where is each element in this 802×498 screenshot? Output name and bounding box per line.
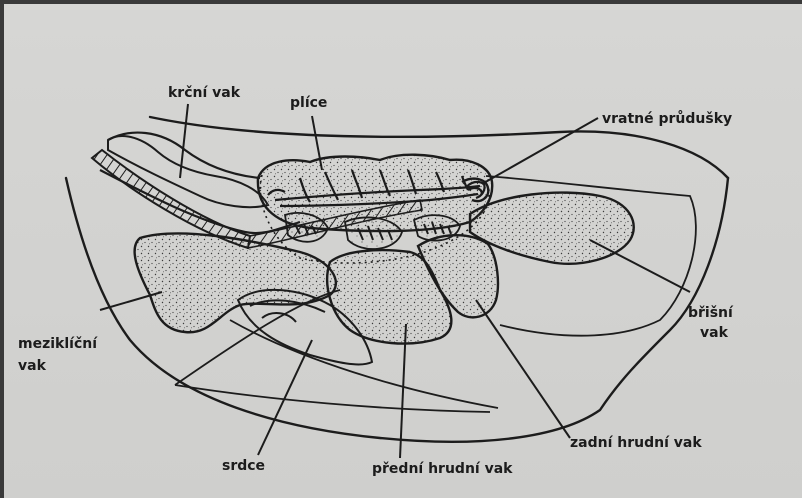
- label-brisni-vak: vak: [700, 325, 729, 341]
- abdominal-air-sac: [470, 193, 634, 264]
- label-srdce: srdce: [222, 458, 265, 474]
- interclavicular-air-sac: [135, 233, 336, 332]
- label-mezikl-vak: vak: [18, 358, 47, 374]
- label-predni-hrudni-vak: přední hrudní vak: [372, 461, 513, 477]
- label-zadni-hrudni-vak: zadní hrudní vak: [570, 435, 702, 451]
- label-brisni: břišní: [688, 305, 734, 321]
- label-vratne-prudusky: vratné průdušky: [602, 110, 732, 127]
- label-mezikl: meziklíční: [18, 336, 98, 352]
- label-plice: plíce: [290, 95, 327, 111]
- label-krcni-vak: krční vak: [168, 85, 241, 101]
